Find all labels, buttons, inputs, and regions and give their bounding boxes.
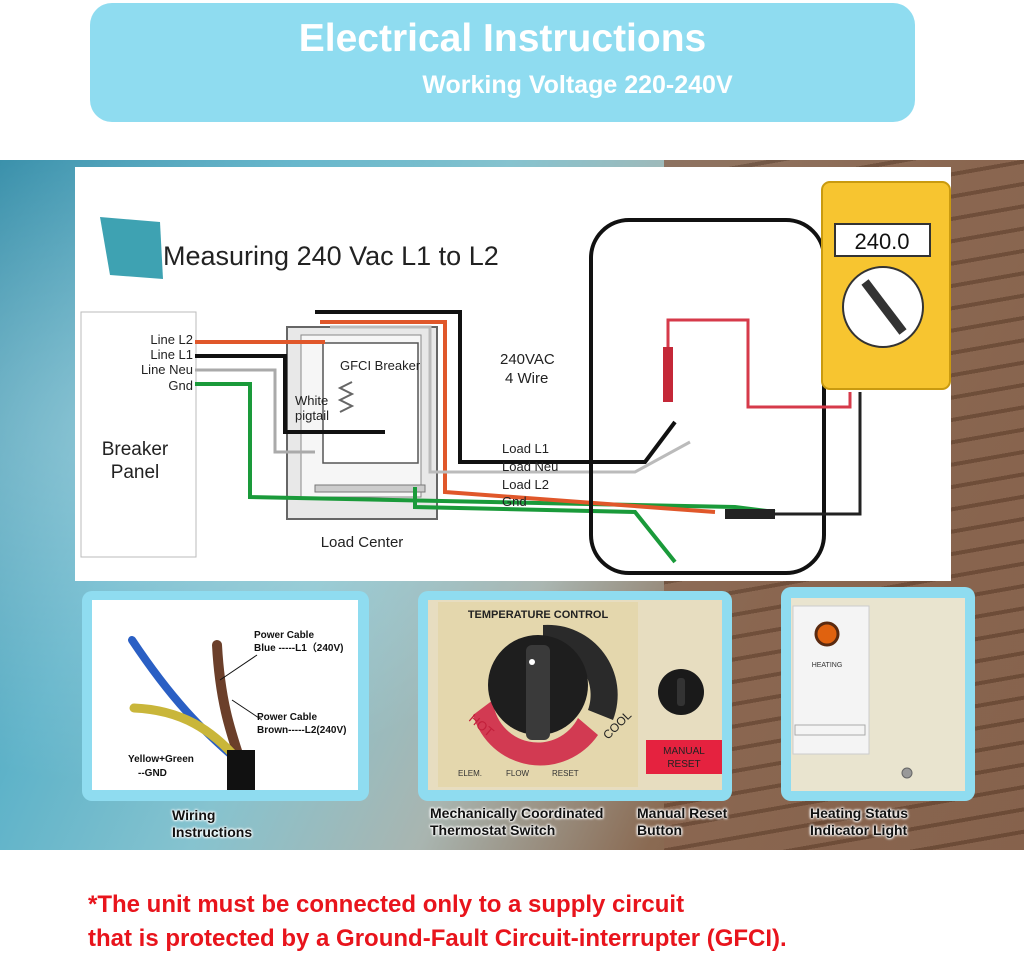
line-neu-label: Line Neu [141, 362, 193, 377]
wire-load-neu [330, 325, 691, 474]
load-gnd-label: Gnd [502, 494, 527, 509]
heating-panel: HEATING [781, 587, 975, 801]
cable-sheath [227, 750, 255, 790]
blue-wire-pointer [219, 654, 258, 681]
ground-label-1: Yellow+Green [128, 754, 194, 765]
manual-reset-label-1: MANUAL [663, 746, 705, 757]
thermostat-knob-grip [526, 645, 550, 740]
diagram-title: Measuring 240 Vac L1 to L2 [163, 241, 499, 271]
brown-label-2: Brown-----L2(240V) [257, 725, 346, 736]
header-banner: Electrical Instructions Working Voltage … [90, 3, 915, 122]
probe-black-lead [775, 392, 862, 516]
meter-display [834, 223, 931, 257]
label-field [794, 724, 866, 736]
terminal-strip [314, 484, 426, 493]
thermostat-caption: Mechanically Coordinated Thermostat Swit… [430, 805, 603, 839]
line-l2-label: Line L2 [150, 332, 193, 347]
screw-icon [901, 767, 913, 779]
wire-line-gnd [195, 382, 776, 514]
elem-label: ELEM. [458, 769, 482, 778]
blue-label-1: Power Cable [254, 630, 314, 641]
brown-label-1: Power Cable [257, 712, 317, 723]
reset-caption-line-1: Manual Reset [637, 805, 728, 821]
pigtail-label-1: White [295, 393, 328, 408]
breaker-panel-label-1: Breaker [102, 439, 169, 460]
flow-label: FLOW [506, 769, 530, 778]
load-center-label: Load Center [321, 534, 404, 551]
hot-arc [473, 700, 598, 766]
ground-label-2: --GND [138, 768, 167, 779]
thermostat-panel: TEMPERATURE CONTROL HOT COOL ELEM. FLOW … [418, 591, 732, 801]
heating-caption-line-1: Heating Status [810, 805, 909, 821]
load-l2-label: Load L2 [502, 477, 549, 492]
heating-caption-line-2: Indicator Light [810, 822, 908, 838]
probe-black [725, 509, 775, 519]
gfci-breaker [322, 342, 419, 464]
heating-caption: Heating Status Indicator Light [810, 805, 908, 839]
thermostat-caption-line-2: Thermostat Switch [430, 822, 556, 838]
heating-indicator-light [814, 621, 840, 647]
meter-reading: 240.0 [854, 229, 909, 254]
thermostat-photo-svg: TEMPERATURE CONTROL HOT COOL ELEM. FLOW … [438, 602, 722, 787]
measurement-loop [589, 218, 826, 575]
page-title: Electrical Instructions [298, 17, 707, 60]
line-gnd-label: Gnd [168, 378, 193, 393]
wire-load-gnd [413, 487, 677, 564]
heating-photo-svg: HEATING [792, 605, 913, 779]
reset-label: RESET [552, 769, 579, 778]
temperature-control-label: TEMPERATURE CONTROL [468, 609, 609, 621]
gfci-warning-line-2: that is protected by a Ground-Fault Circ… [88, 925, 787, 952]
meter-knob [861, 279, 907, 335]
pigtail-label-2: pigtail [295, 408, 329, 423]
load-l1-label: Load L1 [502, 441, 549, 456]
reset-caption-line-2: Button [637, 822, 683, 838]
wiring-diagram-svg: Measuring 240 Vac L1 to L2 Breaker Panel… [80, 181, 951, 575]
heating-label: HEATING [812, 662, 843, 669]
wiring-caption: Wiring Instructions [172, 807, 252, 841]
thermostat-photo: TEMPERATURE CONTROL HOT COOL ELEM. FLOW … [428, 600, 722, 790]
reset-button-caption: Manual Reset Button [637, 805, 727, 839]
wire-line-neu [195, 368, 315, 454]
diagram-logo-shape [100, 217, 163, 279]
wiring-caption-line-2: Instructions [172, 824, 253, 840]
page-subtitle: Working Voltage 220-240V [422, 71, 733, 99]
wire-load-l1 [315, 310, 677, 464]
heating-photo: HEATING [791, 598, 965, 791]
wiring-diagram: Measuring 240 Vac L1 to L2 Breaker Panel… [75, 167, 951, 581]
gfci-warning-line-1: *The unit must be connected only to a su… [88, 891, 685, 918]
wiring-photo: Power Cable Blue -----L1（240V) Power Cab… [92, 600, 358, 790]
manual-reset-plate [646, 740, 722, 774]
breaker-panel [80, 311, 197, 558]
wiring-photo-svg: Power Cable Blue -----L1（240V) Power Cab… [128, 630, 346, 790]
line-l1-label: Line L1 [150, 347, 193, 362]
blue-label-2: Blue -----L1（240V) [254, 641, 343, 654]
thermostat-caption-line-1: Mechanically Coordinated [430, 805, 604, 821]
wiring-panel: Power Cable Blue -----L1（240V) Power Cab… [82, 591, 369, 801]
breaker-coil [337, 381, 355, 413]
manual-reset-label-2: RESET [667, 759, 700, 770]
gfci-breaker-label: GFCI Breaker [340, 358, 421, 373]
wire-load-l2 [320, 320, 716, 514]
probe-red [663, 347, 673, 402]
voltage-label-1: 240VAC [500, 351, 555, 368]
knob-indicator [529, 659, 535, 665]
brown-wire-pointer [231, 699, 263, 721]
wiring-caption-line-1: Wiring [172, 807, 216, 823]
probe-red-lead [666, 318, 852, 409]
load-neu-label: Load Neu [502, 459, 558, 474]
voltage-label-2: 4 Wire [505, 370, 548, 387]
wire-line-l1 [195, 354, 385, 434]
reset-button-slot [677, 678, 685, 706]
breaker-panel-label-2: Panel [111, 462, 160, 483]
